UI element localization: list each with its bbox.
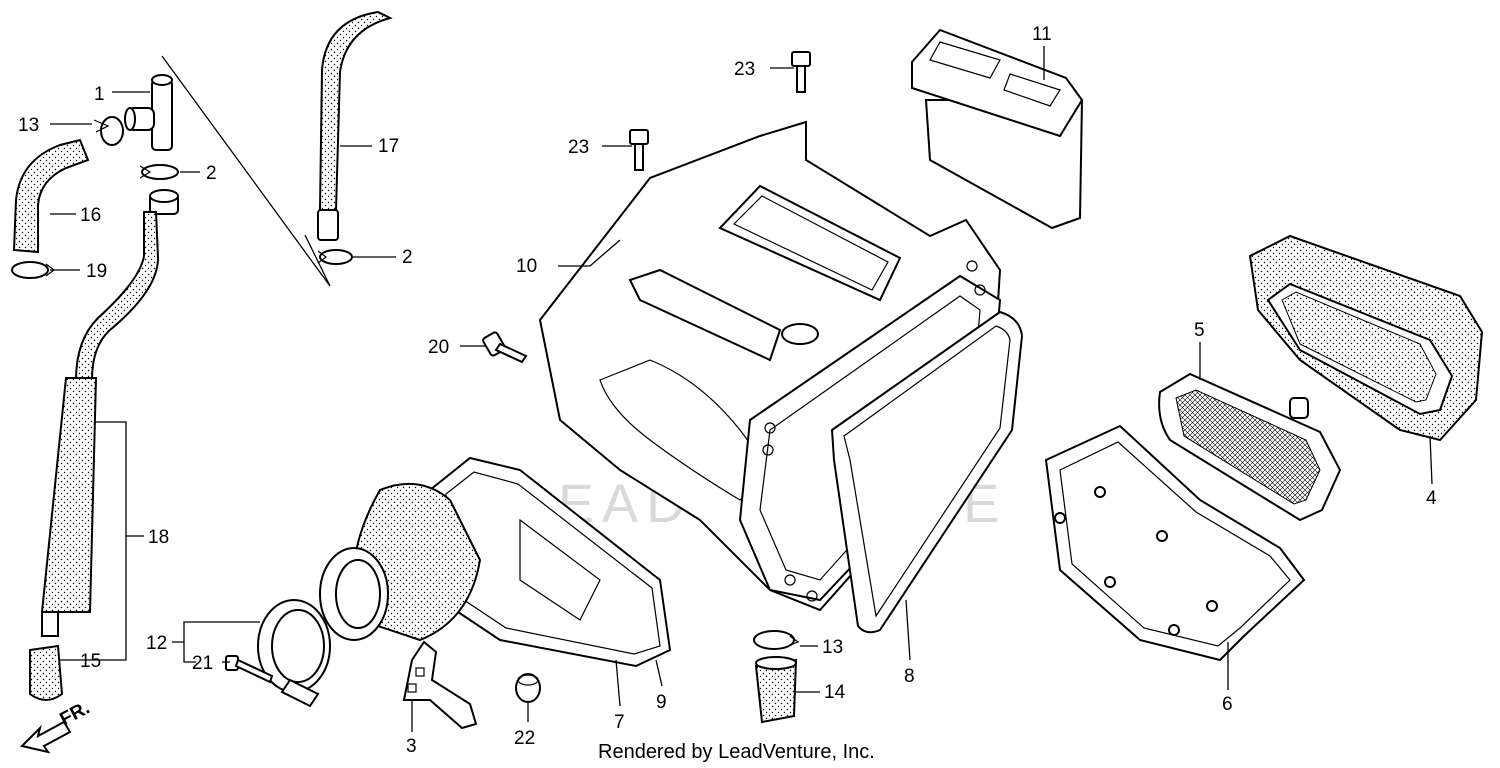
callout-10: 10 [516, 256, 537, 277]
callout-16: 16 [80, 205, 101, 226]
leader-line [161, 55, 331, 287]
part-15-cap [29, 644, 64, 701]
part-18-breather-tube [40, 189, 179, 637]
callout-15: 15 [80, 651, 101, 672]
callout-21: 21 [192, 653, 213, 674]
callout-13-top: 13 [18, 115, 39, 136]
part-13-clip-top [93, 116, 124, 146]
part-12-band [257, 599, 331, 708]
leader-lines [50, 46, 1433, 732]
callout-2-a: 2 [206, 163, 217, 184]
callout-20: 20 [428, 337, 449, 358]
callout-17: 17 [378, 136, 399, 157]
part-13-clip-lower [753, 630, 800, 650]
front-direction-arrow: FR. [20, 698, 93, 754]
callout-labels: 1 13 2 2 16 19 17 18 15 12 21 3 22 7 9 1… [18, 24, 1437, 757]
part-21-screw [225, 655, 274, 684]
callout-8: 8 [904, 666, 915, 687]
callout-2-b: 2 [402, 247, 413, 268]
callout-5: 5 [1194, 320, 1205, 341]
callout-23-b: 23 [568, 137, 589, 158]
part-6-cover [1044, 424, 1306, 662]
part-4-filter-element [1248, 234, 1484, 442]
callout-13-lower: 13 [822, 637, 843, 658]
part-2-clip-a [139, 164, 179, 180]
part-23-bolt-b [629, 129, 649, 171]
part-22-nut [515, 673, 541, 703]
callout-4: 4 [1426, 488, 1437, 509]
callout-19: 19 [86, 261, 107, 282]
footer-credit: Rendered by LeadVenture, Inc. [598, 741, 875, 763]
part-14-tube [754, 656, 798, 724]
callout-12: 12 [146, 633, 167, 654]
callout-11: 11 [1032, 24, 1052, 45]
part-3-bracket [402, 640, 478, 730]
callout-3: 3 [406, 736, 417, 757]
part-9-connecting-tube [428, 456, 672, 668]
callout-9: 9 [656, 692, 667, 713]
callout-1: 1 [94, 84, 105, 105]
part-11-intake-duct [911, 28, 1084, 230]
part-20-screw [482, 331, 528, 364]
part-1-breather-joint [124, 74, 173, 151]
callout-22: 22 [514, 728, 535, 749]
part-16-hose [12, 138, 90, 254]
callout-6: 6 [1222, 694, 1233, 715]
callout-7: 7 [614, 712, 625, 733]
callout-14: 14 [824, 682, 846, 703]
part-2-clip-b [317, 249, 353, 265]
callout-23-a: 23 [734, 59, 755, 80]
part-23-bolt-a [791, 51, 811, 93]
part-8-gasket [830, 310, 1024, 634]
part-5-element-holder [1158, 372, 1342, 522]
part-7-boot [319, 483, 482, 642]
part-19-clip [11, 261, 55, 279]
part-17-drain-tube [317, 10, 393, 241]
callout-18: 18 [148, 527, 169, 548]
